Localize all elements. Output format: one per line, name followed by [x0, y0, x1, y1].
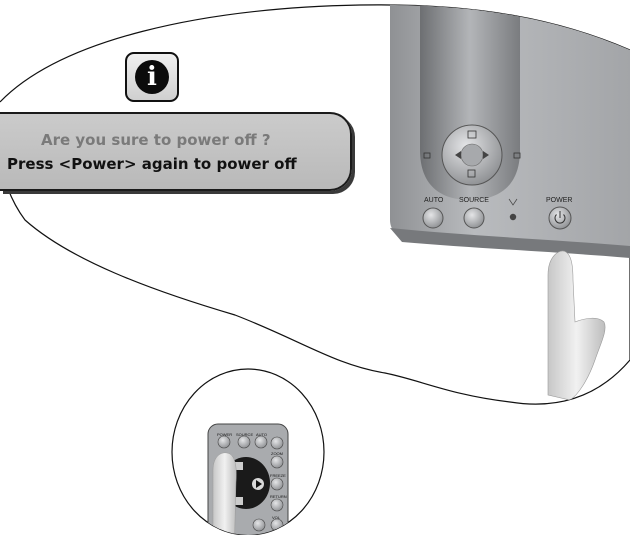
- remote-power-label: POWER: [217, 432, 232, 437]
- power-button-label: POWER: [546, 197, 572, 204]
- remote-vol-minus-button: [253, 519, 265, 531]
- remote-freeze-button: [271, 478, 283, 490]
- remote-zoom-minus-button: [271, 456, 283, 468]
- remote-auto-button: [255, 436, 267, 448]
- osd-message-box: Are you sure to power off ? Press <Power…: [0, 112, 352, 191]
- indicator-light: [510, 214, 516, 220]
- info-glyph: i: [135, 60, 169, 94]
- source-button: [464, 208, 484, 228]
- remote-return-button: [271, 499, 283, 511]
- osd-instruction: Press <Power> again to power off: [7, 155, 297, 173]
- remote-zoom-plus-button: [271, 437, 283, 449]
- source-button-label: SOURCE: [459, 197, 489, 204]
- info-icon: i: [125, 52, 179, 102]
- pointing-thumb: [213, 453, 236, 535]
- remote-power-button: [218, 436, 230, 448]
- auto-button: [423, 208, 443, 228]
- auto-button-label: AUTO: [424, 197, 443, 204]
- remote-vol-label: VOL: [272, 515, 280, 520]
- remote-freeze-label: FREEZE: [270, 473, 286, 478]
- remote-source-button: [238, 436, 250, 448]
- remote-source-label: SOURCE: [236, 432, 253, 437]
- osd-confirm-question: Are you sure to power off ?: [41, 131, 271, 149]
- remote-return-label: RETURN: [270, 494, 287, 499]
- remote-zoom-label: ZOOM: [271, 451, 283, 456]
- remote-auto-label: AUTO: [256, 432, 267, 437]
